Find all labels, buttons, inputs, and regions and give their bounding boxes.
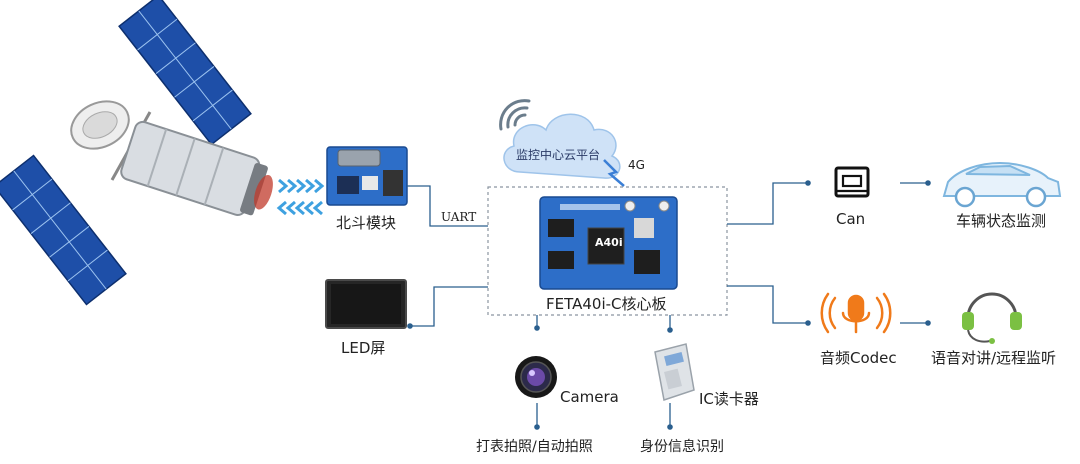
label-core-board: FETA40i-C核心板 xyxy=(546,295,667,313)
label-vehicle-monitoring: 车辆状态监测 xyxy=(956,212,1047,230)
label-photo-capture: 打表拍照/自动拍照 xyxy=(476,439,593,455)
headset-icon xyxy=(962,292,1022,344)
label-cloud-platform: 监控中心云平台 xyxy=(516,148,601,162)
label-audio-codec: 音频Codec xyxy=(820,349,897,367)
camera-icon xyxy=(515,356,557,398)
uplink-arrows-icon xyxy=(276,178,325,216)
core-board-icon xyxy=(539,196,678,290)
label-identity-recognition: 身份信息识别 xyxy=(640,439,724,455)
core-board-frame xyxy=(487,186,728,316)
label-4g: 4G xyxy=(628,158,645,172)
label-beidou-module: 北斗模块 xyxy=(336,214,397,232)
led-screen-icon xyxy=(325,279,407,329)
label-camera: Camera xyxy=(560,388,619,406)
ic-reader-icon xyxy=(654,343,695,401)
lightning-icon xyxy=(603,159,625,187)
label-led-screen: LED屏 xyxy=(341,339,386,357)
satellite-icon xyxy=(0,0,273,306)
label-ic-reader: IC读卡器 xyxy=(699,390,759,408)
microphone-icon xyxy=(820,292,892,334)
cloud-icon xyxy=(503,113,621,179)
label-chip: A40i xyxy=(595,236,623,249)
wifi-icon xyxy=(499,99,531,131)
label-uart: UART xyxy=(441,210,477,224)
label-voice-intercom: 语音对讲/远程监听 xyxy=(931,349,1057,367)
beidou-module-icon xyxy=(326,146,408,206)
label-can: Can xyxy=(836,210,866,228)
connector-lines xyxy=(407,182,928,427)
car-icon xyxy=(942,161,1062,208)
connector-dots xyxy=(407,180,931,430)
can-icon xyxy=(834,166,870,198)
